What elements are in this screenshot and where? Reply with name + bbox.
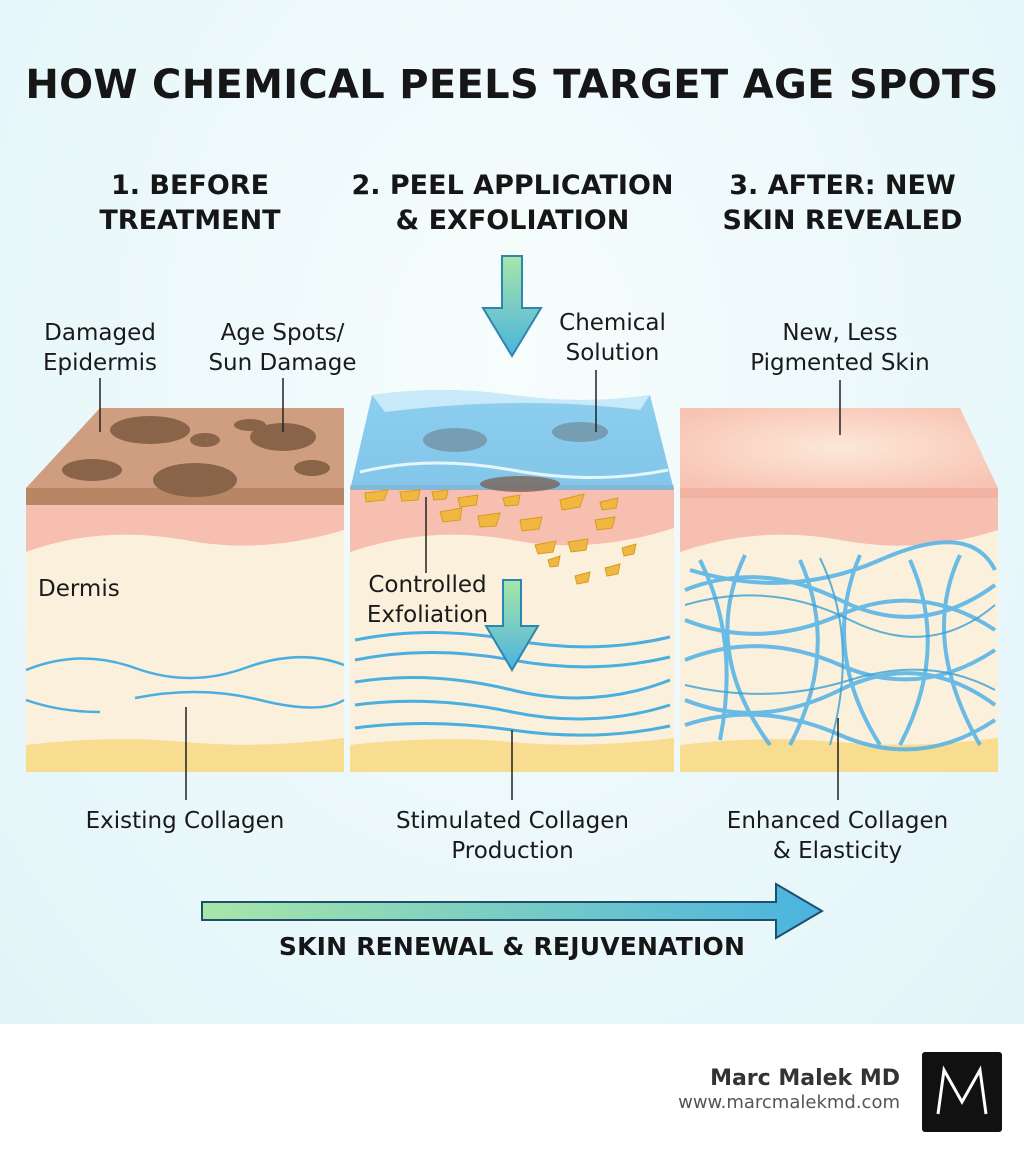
age-spot — [62, 459, 122, 481]
pink-layer — [350, 485, 674, 552]
collagen-fiber — [25, 655, 345, 680]
fat-layer — [680, 738, 998, 772]
solution-wave — [359, 461, 669, 479]
label-controlled-exfoliation: Controlled Exfoliation — [366, 572, 489, 628]
age-spot — [250, 423, 316, 451]
new-skin-surface — [680, 408, 998, 488]
skin-layers-diagram — [25, 255, 998, 940]
collagen-fiber — [354, 676, 671, 700]
brand-url[interactable]: www.marcmalekmd.com — [678, 1092, 900, 1113]
dermis-layer — [26, 500, 344, 772]
label-dermis: Dermis — [38, 576, 120, 602]
label-enhanced-collagen: Enhanced Collagen & Elasticity — [726, 808, 949, 864]
age-spot — [294, 460, 330, 476]
dissolving-spot — [552, 422, 608, 442]
dissolving-spot — [480, 476, 560, 492]
new-skin-edge — [680, 488, 998, 498]
chemical-solution-layer — [350, 390, 674, 490]
step-2-title: 2. PEEL APPLICATION & EXFOLIATION — [351, 170, 674, 236]
collagen-fiber — [134, 690, 345, 709]
collagen-fiber — [354, 699, 671, 721]
panel-after — [680, 380, 998, 800]
fat-layer — [26, 738, 344, 772]
label-chemical-solution: Chemical Solution — [559, 310, 666, 366]
age-spot — [110, 416, 190, 444]
brand-logo — [922, 1052, 1002, 1132]
progress-label: SKIN RENEWAL & REJUVENATION — [278, 932, 746, 961]
main-title: HOW CHEMICAL PEELS TARGET AGE SPOTS — [25, 62, 999, 108]
exfoliating-flakes — [364, 489, 637, 585]
label-damaged-epidermis: Damaged Epidermis — [42, 320, 158, 376]
pink-layer — [680, 488, 998, 552]
label-new-skin: New, Less Pigmented Skin — [750, 320, 930, 376]
solution-highlight — [372, 390, 650, 412]
label-stimulated-collagen: Stimulated Collagen Production — [396, 808, 629, 864]
panel-before — [25, 378, 345, 800]
collagen-network-inner — [684, 557, 996, 746]
stimulation-arrow-icon — [484, 579, 540, 672]
label-age-spots: Age Spots/ Sun Damage — [208, 320, 357, 376]
progress-arrow-icon — [201, 882, 824, 940]
m-logo-icon — [936, 1065, 988, 1115]
step-3-title: 3. AFTER: NEW SKIN REVEALED — [722, 170, 963, 236]
age-spot — [190, 433, 220, 447]
dissolving-spot — [423, 428, 487, 452]
application-arrow-icon — [481, 255, 543, 358]
collagen-fiber — [25, 698, 101, 714]
label-existing-collagen: Existing Collagen — [85, 808, 285, 834]
panel-peel — [350, 255, 674, 800]
brand-name: Marc Malek MD — [710, 1066, 900, 1091]
footer: Marc Malek MD www.marcmalekmd.com — [0, 1024, 1024, 1154]
step-1-title: 1. BEFORE TREATMENT — [99, 170, 281, 236]
age-spot — [153, 463, 237, 497]
age-spot — [234, 419, 266, 431]
